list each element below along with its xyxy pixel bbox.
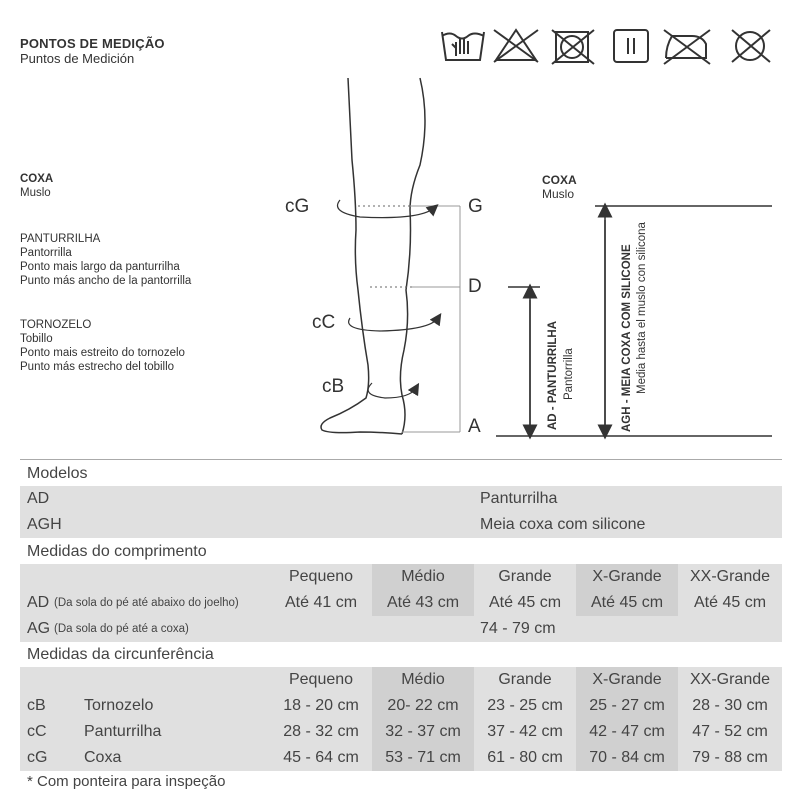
divider (20, 459, 782, 460)
point-a: A (468, 416, 481, 437)
right-coxa-sub: Muslo (542, 187, 574, 201)
size-header-row: Pequeno Médio Grande X-Grande XX-Grande (20, 564, 782, 590)
no-tumble-dry-icon (551, 29, 595, 65)
model-name: Meia coxa com silicone (480, 516, 646, 533)
leg-diagram: cG cC cB G D A COXA Muslo AD - PANTURRIL… (285, 77, 772, 440)
circ-value: 20- 22 cm (372, 693, 474, 719)
hand-wash-icon (441, 31, 485, 61)
size-header: Médio (372, 667, 474, 693)
circ-value: 28 - 30 cm (692, 697, 768, 714)
length-value: 74 - 79 cm (480, 620, 556, 637)
size-header-row: Pequeno Médio Grande X-Grande XX-Grande (20, 667, 782, 693)
ad-sub: Pantorrilla (563, 348, 575, 400)
size-header: Grande (498, 568, 552, 585)
point-g: G (468, 196, 483, 217)
circ-code: cG (27, 749, 48, 766)
length-code: AD (27, 594, 50, 611)
circ-value: 47 - 52 cm (692, 723, 768, 740)
label-tornozelo-line: Tobillo (20, 333, 53, 345)
label-panturrilha-line: Ponto mais largo da panturrilha (20, 261, 180, 273)
circ-name: Panturrilha (84, 723, 162, 740)
length-value: Até 41 cm (284, 594, 358, 611)
line-dry-icon (613, 29, 649, 63)
circ-value: 32 - 37 cm (372, 719, 474, 745)
model-code: AD (27, 490, 50, 507)
label-tornozelo: TORNOZELO Tobillo Ponto mais estreito do… (20, 318, 185, 374)
table-row: AD (Da sola do pé até abaixo do joelho) … (20, 590, 782, 616)
size-header: Grande (498, 671, 552, 688)
table-row: cG Coxa 45 - 64 cm 53 - 71 cm 61 - 80 cm… (20, 745, 782, 771)
label-coxa: COXA Muslo (20, 172, 53, 200)
table-row: cC Panturrilha 28 - 32 cm 32 - 37 cm 37 … (20, 719, 782, 745)
label-tornozelo-line: Ponto mais estreito do tornozelo (20, 347, 185, 359)
right-coxa-title: COXA (542, 173, 577, 187)
label-panturrilha: PANTURRILHA Pantorrilla Ponto mais largo… (20, 232, 191, 288)
point-cb: cB (322, 376, 344, 397)
footnote: * Com ponteira para inspeção (27, 773, 226, 790)
no-dry-clean-icon (731, 29, 771, 63)
circ-value: 70 - 84 cm (576, 745, 678, 771)
size-header: Pequeno (288, 568, 354, 585)
models-heading: Modelos (27, 465, 88, 482)
label-coxa-title: COXA (20, 173, 54, 185)
length-desc: (Da sola do pé até abaixo do joelho) (54, 597, 239, 609)
agh-label: AGH - MEIA COXA COM SILICONE (621, 244, 633, 432)
leg-outline (320, 77, 426, 435)
circ-value: 25 - 27 cm (576, 693, 678, 719)
label-coxa-line: Muslo (20, 187, 51, 199)
care-icons (441, 28, 771, 65)
circ-value: 61 - 80 cm (487, 749, 563, 766)
circ-value: 18 - 20 cm (283, 697, 359, 714)
circ-heading: Medidas da circunferência (27, 646, 214, 663)
length-value: Até 43 cm (372, 590, 474, 616)
point-cc: cC (312, 312, 335, 333)
size-header: X-Grande (576, 667, 678, 693)
page-title: PONTOS DE MEDIÇÃO (20, 36, 165, 51)
table-row: AG (Da sola do pé até a coxa) 74 - 79 cm (20, 616, 782, 642)
circ-code: cC (27, 723, 47, 740)
label-panturrilha-line: Punto más ancho de la pantorrilla (20, 275, 192, 287)
circ-value: 28 - 32 cm (283, 723, 359, 740)
agh-sub: Media hasta el muslo con silicona (636, 221, 648, 394)
table-row: AGH Meia coxa com silicone (20, 512, 782, 538)
table-row: cB Tornozelo 18 - 20 cm 20- 22 cm 23 - 2… (20, 693, 782, 719)
size-header: XX-Grande (689, 568, 771, 585)
label-panturrilha-line: Pantorrilla (20, 247, 72, 259)
size-header: Médio (372, 564, 474, 590)
label-panturrilha-title: PANTURRILHA (20, 233, 101, 245)
circ-value: 23 - 25 cm (487, 697, 563, 714)
model-code: AGH (27, 516, 62, 533)
size-header: X-Grande (576, 564, 678, 590)
size-header: Pequeno (288, 671, 354, 688)
length-value: Até 45 cm (693, 594, 767, 611)
circ-value: 53 - 71 cm (372, 745, 474, 771)
circ-name: Tornozelo (84, 697, 154, 714)
label-tornozelo-line: Punto más estrecho del tobillo (20, 361, 175, 373)
circ-value: 37 - 42 cm (487, 723, 563, 740)
size-header: XX-Grande (689, 671, 771, 688)
length-desc: (Da sola do pé até a coxa) (54, 623, 189, 635)
label-tornozelo-title: TORNOZELO (20, 319, 92, 331)
point-d: D (468, 276, 482, 297)
page-subtitle: Puntos de Medición (20, 51, 135, 66)
length-heading: Medidas do comprimento (27, 543, 207, 560)
circ-code: cB (27, 697, 46, 714)
no-bleach-icon (493, 28, 539, 63)
circ-value: 45 - 64 cm (283, 749, 359, 766)
circ-name: Coxa (84, 749, 122, 766)
length-value: Até 45 cm (488, 594, 562, 611)
table-row: AD Panturrilha (20, 486, 782, 512)
length-code: AG (27, 620, 51, 637)
ad-label: AD - PANTURRILHA (547, 321, 559, 430)
circ-value: 79 - 88 cm (692, 749, 768, 766)
model-name: Panturrilha (480, 490, 558, 507)
circ-value: 42 - 47 cm (576, 719, 678, 745)
no-iron-icon (663, 29, 711, 65)
length-value: Até 45 cm (576, 590, 678, 616)
point-cg: cG (285, 196, 309, 217)
